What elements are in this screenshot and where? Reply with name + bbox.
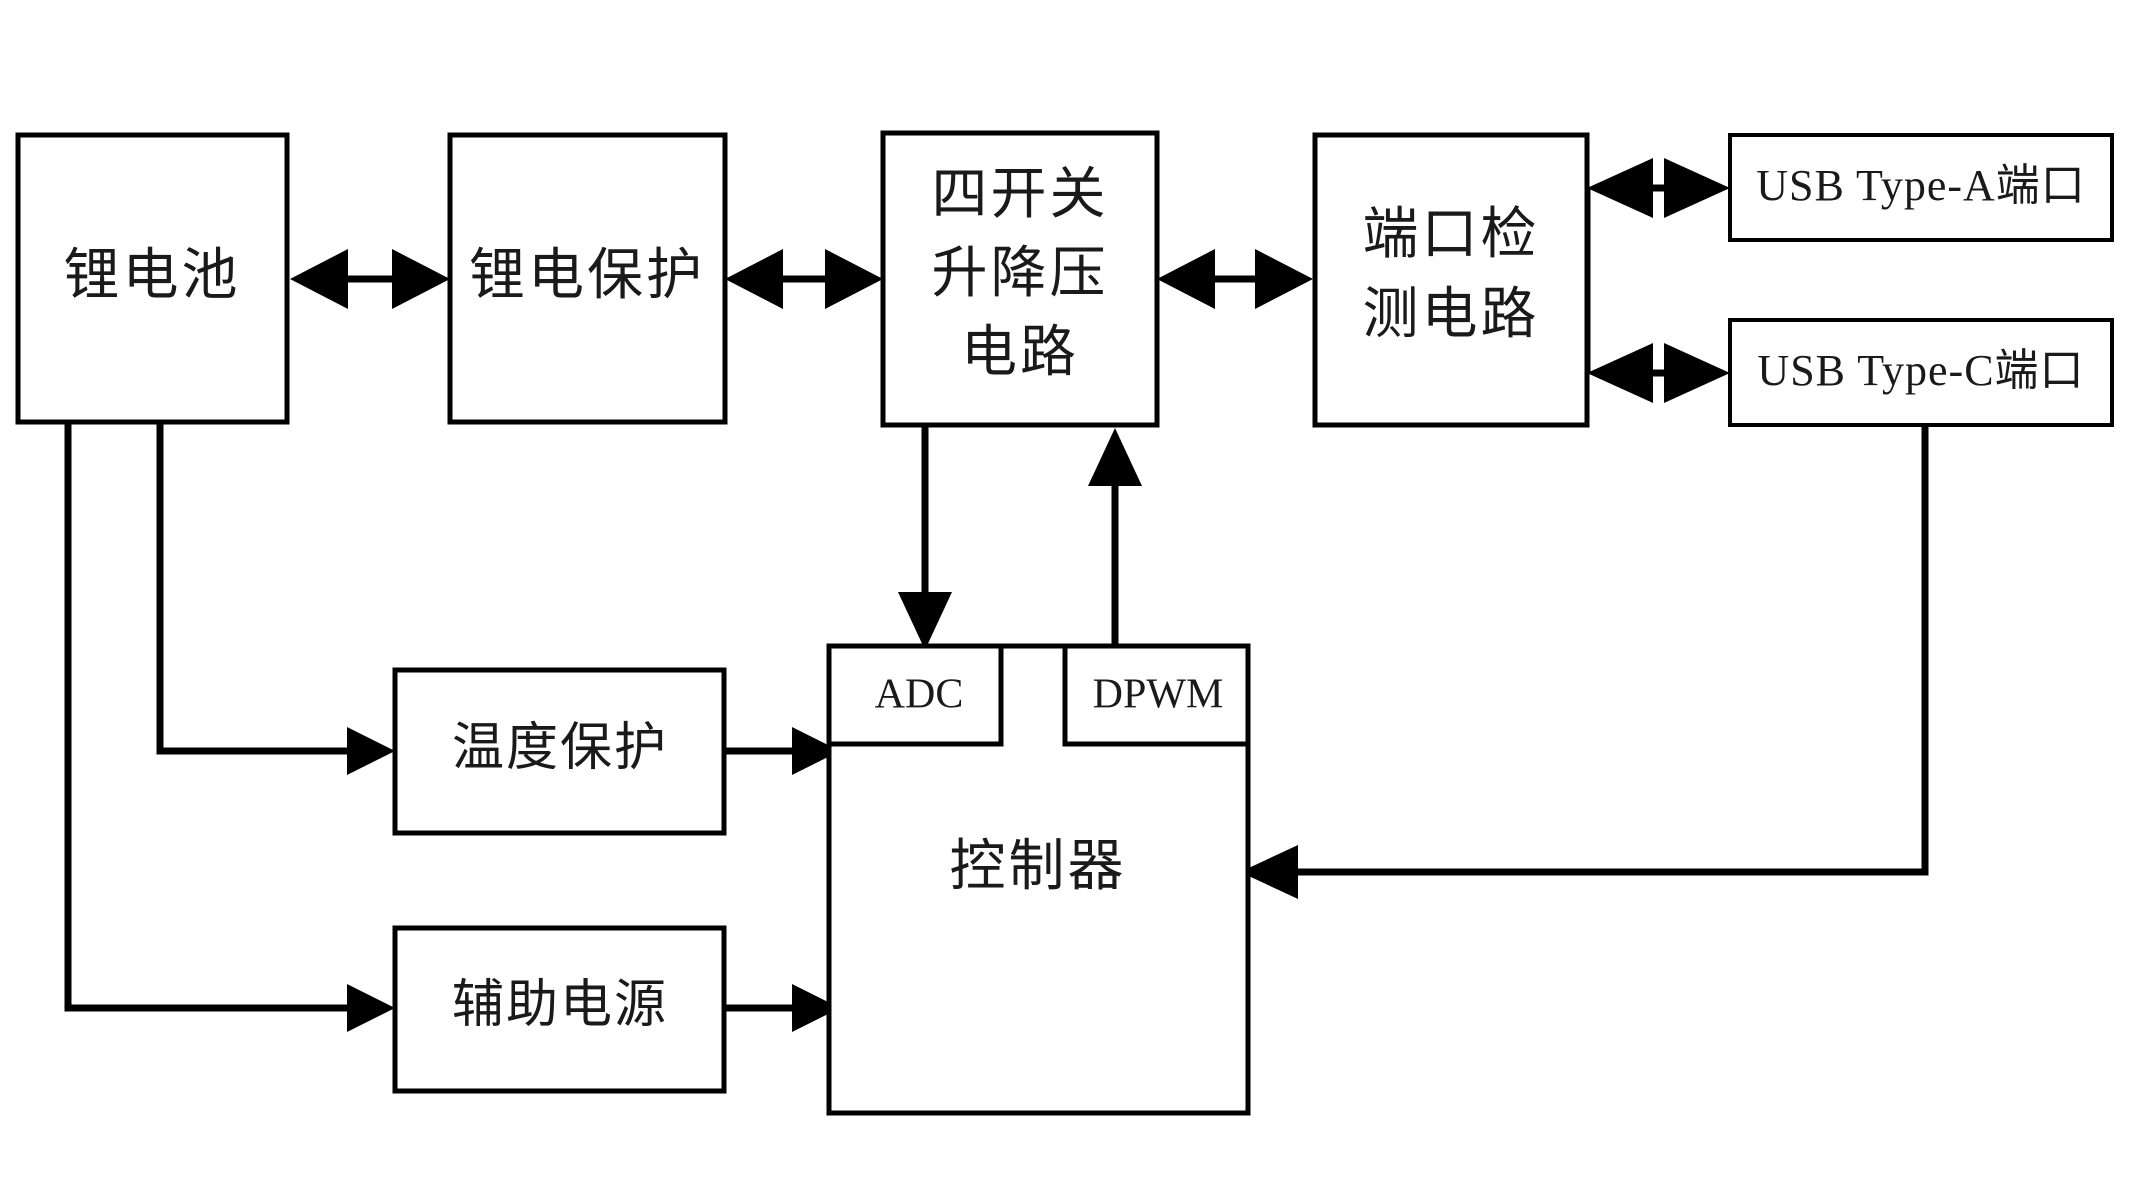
- block-buck-boost-label-line1: 四开关: [932, 164, 1109, 226]
- wire-temperature-to-adc: [724, 727, 840, 775]
- block-dpwm[interactable]: DPWM: [1062, 643, 1251, 747]
- wire-battery-to-protection: [290, 249, 450, 309]
- block-buck-boost[interactable]: 四开关 升降压 电路: [880, 130, 1160, 428]
- block-temperature-protection[interactable]: 温度保护: [392, 667, 727, 836]
- arrowhead-temperature-to-adc: [792, 727, 840, 775]
- wire-battery-to-auxiliary: [64, 422, 395, 1032]
- block-battery-protection[interactable]: 锂电保护: [447, 132, 728, 425]
- block-buck-boost-label-line2: 升降压: [932, 243, 1109, 305]
- arrowhead-to-controller: [1240, 845, 1298, 899]
- wire-auxiliary-to-controller: [724, 984, 840, 1032]
- block-auxiliary-power-label: 辅助电源: [452, 977, 668, 1034]
- block-port-detection-label-line2: 测电路: [1363, 284, 1540, 346]
- arrowhead-left-battery: [290, 249, 348, 309]
- arrowhead-right-usb-a: [1664, 158, 1730, 218]
- wire-usb-c-to-controller: [1240, 425, 1929, 899]
- arrowhead-right-portdetect: [1255, 249, 1313, 309]
- arrowhead-up-buckboost: [1088, 428, 1142, 486]
- arrowhead-left-buckboost: [1157, 249, 1215, 309]
- arrowhead-right-protection: [392, 249, 450, 309]
- block-dpwm-label: DPWM: [1093, 672, 1224, 718]
- block-temperature-protection-label: 温度保护: [452, 720, 668, 777]
- block-usb-type-a-label: USB Type-A端口: [1756, 161, 2086, 210]
- arrowhead-auxiliary-to-controller: [792, 984, 840, 1032]
- block-buck-boost-label-line3: 电路: [961, 322, 1079, 384]
- wire-buckboost-to-adc: [898, 425, 952, 650]
- wire-buckboost-to-portdetect: [1157, 249, 1313, 309]
- wire-portdetect-to-usb-a: [1587, 158, 1730, 218]
- block-usb-type-a[interactable]: USB Type-A端口: [1728, 133, 2114, 242]
- wire-protection-to-buckboost: [725, 249, 883, 309]
- wire-dpwm-to-buckboost: [1088, 428, 1142, 650]
- arrowhead-left-usb-a: [1587, 158, 1653, 218]
- block-controller-label: 控制器: [950, 836, 1127, 898]
- block-port-detection[interactable]: 端口检 测电路: [1312, 132, 1590, 428]
- arrowhead-down-adc: [898, 592, 952, 650]
- arrowhead-left-protection: [725, 249, 783, 309]
- wire-battery-to-temperature: [156, 422, 395, 775]
- block-usb-type-c[interactable]: USB Type-C端口: [1728, 318, 2114, 427]
- block-adc[interactable]: ADC: [826, 643, 1004, 747]
- arrowhead-to-temperature: [347, 727, 395, 775]
- block-auxiliary-power[interactable]: 辅助电源: [392, 925, 727, 1094]
- wire-portdetect-to-usb-c: [1587, 343, 1730, 403]
- arrowhead-to-auxiliary: [347, 984, 395, 1032]
- arrowhead-left-usb-c: [1587, 343, 1653, 403]
- block-port-detection-label-line1: 端口检: [1363, 204, 1540, 266]
- block-battery-label: 锂电池: [64, 245, 241, 307]
- block-adc-label: ADC: [875, 672, 964, 718]
- arrowhead-right-buckboost: [825, 249, 883, 309]
- block-battery-protection-label: 锂电保护: [469, 245, 705, 307]
- block-usb-type-c-label: USB Type-C端口: [1757, 346, 2084, 395]
- arrowhead-right-usb-c: [1664, 343, 1730, 403]
- block-battery[interactable]: 锂电池: [15, 132, 290, 425]
